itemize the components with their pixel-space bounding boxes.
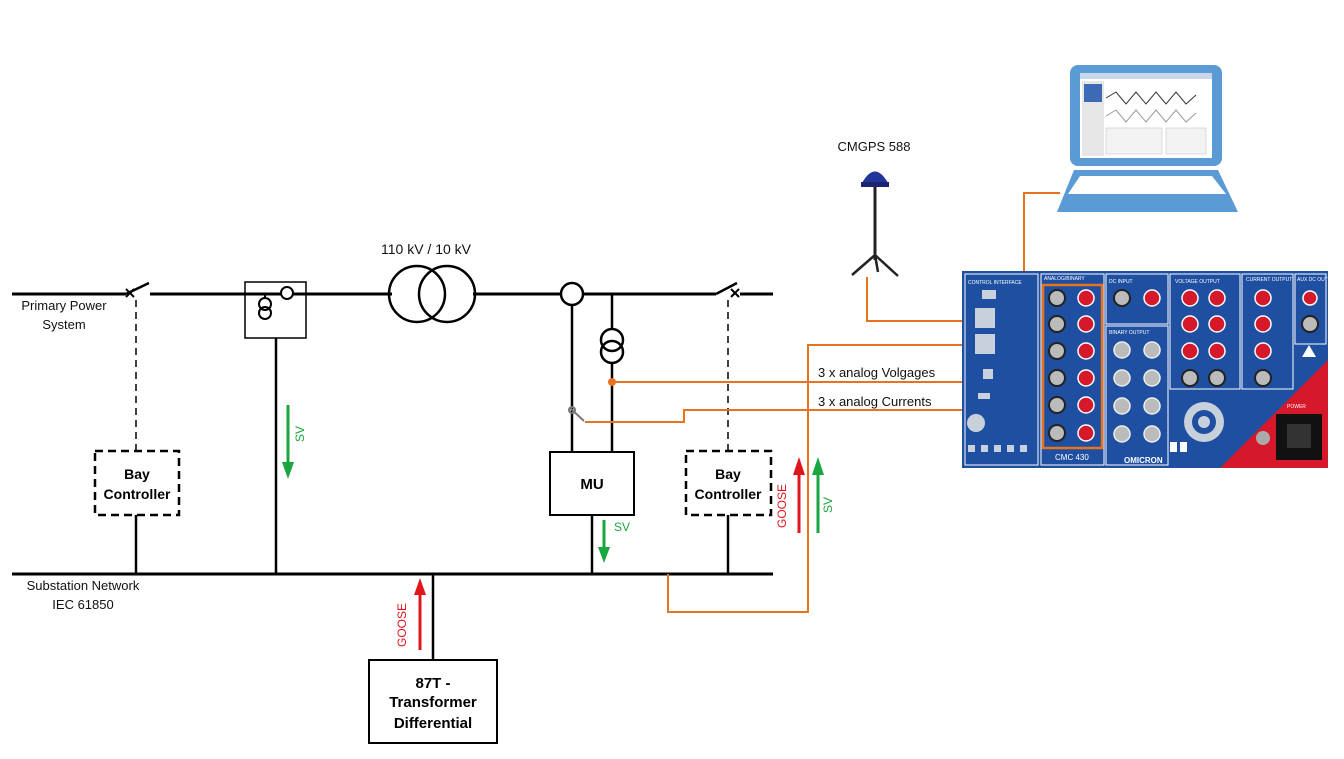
bay-controller-left-label-1: Bay [124,466,150,482]
bay-controller-left-label-2: Controller [104,486,171,502]
analog-input-highlight [1041,283,1104,450]
section-aux-dc: AUX DC OUTPUT [1297,277,1338,283]
control-links-dashed [135,300,729,450]
sv-arrow-sensor: SV [282,405,307,479]
section-analog-binary: ANALOG/BINARY [1044,276,1085,282]
voltages-label: 3 x analog Volgages [818,365,936,380]
ct-tap-icon [568,406,585,422]
vt-tap-dot [608,378,616,386]
section-current-output: CURRENT OUTPUT [1246,277,1292,283]
section-control-interface: CONTROL INTERFACE [968,280,1022,286]
voltage-transformer-symbol [599,294,625,452]
mu-box: MU [549,451,635,516]
cmc430-test-set: CONTROL INTERFACE ANALOG/BINARY DC INPUT… [962,271,1338,468]
substation-network-label: Substation Network [27,578,140,593]
bay-controller-right-label-1: Bay [715,466,741,482]
gps-antenna-icon [851,171,899,277]
transformer-rating: 110 kV / 10 kV [381,241,472,257]
primary-power-label: Primary Power [21,298,107,313]
gps-label: CMGPS 588 [838,139,911,154]
power-transformer-symbol [387,264,477,324]
goose-label-testset: GOOSE [775,484,789,528]
relay-87t-box: 87T - Transformer Differential [368,659,498,744]
bay-controller-left: Bay Controller [93,449,181,517]
currents-label: 3 x analog Currents [818,394,932,409]
cmc-model-label: CMC 430 [1055,453,1089,462]
sv-arrow-testset: SV [812,457,835,533]
bay-controller-right: Bay Controller [684,449,773,517]
section-power: POWER [1287,404,1306,410]
left-disconnector-symbol [125,281,150,298]
goose-label-relay: GOOSE [395,603,409,647]
relay-label-2: Transformer [389,694,477,711]
relay-label-1: 87T - [415,675,450,692]
goose-arrow-testset: GOOSE [775,457,805,533]
omicron-logo: OMICRON [1124,456,1163,465]
laptop-icon [1057,65,1238,212]
bay-controller-right-label-2: Controller [695,486,762,502]
right-disconnector-symbol [715,281,740,298]
instrument-transformer-box [244,281,307,574]
goose-arrow-relay: GOOSE [395,578,426,650]
sv-label-sensor: SV [293,426,307,442]
relay-label-3: Differential [394,715,472,732]
current-transformer-symbol [559,281,585,452]
sv-arrow-mu: SV [598,520,630,563]
mu-label: MU [580,476,603,493]
primary-power-label-2: System [42,317,85,332]
sv-label-testset: SV [821,497,835,513]
section-voltage-output: VOLTAGE OUTPUT [1175,279,1220,285]
section-dc-input: DC INPUT [1109,279,1133,285]
section-binary-output: BINARY OUTPUT [1109,330,1149,336]
substation-network-label-2: IEC 61850 [52,597,113,612]
sv-label-mu: SV [614,520,630,534]
